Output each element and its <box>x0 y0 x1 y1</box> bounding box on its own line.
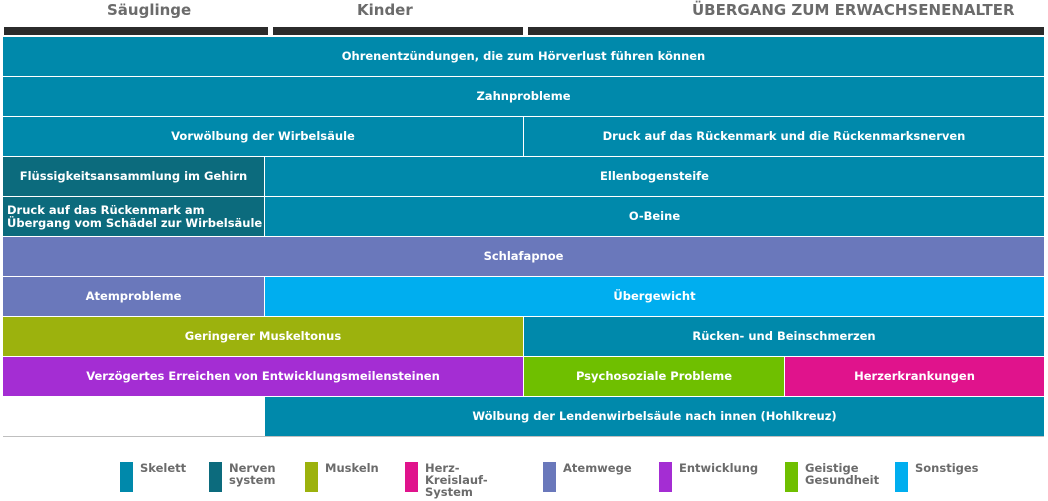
cell-atemprobleme: Atemprobleme <box>3 277 265 317</box>
legend-label-entwicklung: Entwicklung <box>679 461 759 475</box>
phase-label-saeuglinge: Säuglinge <box>107 1 192 19</box>
cell-hohlkreuz: Wölbung der Lendenwirbelsäule nach innen… <box>265 397 1045 437</box>
cell-ellenbogensteife: Ellenbogensteife <box>265 157 1045 197</box>
cell-vorwoelbung-wirbelsaeule: Vorwölbung der Wirbelsäule <box>3 117 524 157</box>
cell-uebergewicht: Übergewicht <box>265 277 1045 317</box>
phase-label-kinder: Kinder <box>357 1 413 19</box>
cell-druck-schaedel-wirbelsaeule: Druck auf das Rückenmark am Übergang vom… <box>3 197 265 237</box>
legend-label-geistige: Geistige Gesundheit <box>805 461 880 487</box>
cell-fluessigkeitsansammlung: Flüssigkeitsansammlung im Gehirn <box>3 157 265 197</box>
legend-swatch-nerven <box>209 462 222 492</box>
cell-o-beine: O-Beine <box>265 197 1045 237</box>
legend-label-nerven: Nerven system <box>229 461 276 487</box>
cell-psychosoziale-probleme: Psychosoziale Probleme <box>524 357 785 397</box>
legend-swatch-geistige <box>785 462 798 492</box>
legend-label-herz: Herz-Kreislauf- System <box>425 461 488 499</box>
bottom-divider <box>3 436 1044 437</box>
cell-entwicklungsmeilensteine: Verzögertes Erreichen von Entwicklungsme… <box>3 357 524 397</box>
phase-bar-saeuglinge <box>4 27 268 35</box>
cell-zahnprobleme: Zahnprobleme <box>3 77 1045 117</box>
legend-swatch-skelett <box>120 462 133 492</box>
cell-druck-rueckenmark: Druck auf das Rückenmark und die Rückenm… <box>524 117 1045 157</box>
cell-muskeltonus: Geringerer Muskeltonus <box>3 317 524 357</box>
cell-ruecken-beinschmerzen: Rücken- und Beinschmerzen <box>524 317 1045 357</box>
phase-label-erwachsen: ÜBERGANG ZUM ERWACHSENENALTER <box>692 1 1015 19</box>
legend-swatch-entwicklung <box>659 462 672 492</box>
legend-swatch-herz <box>405 462 418 492</box>
legend-label-muskeln: Muskeln <box>325 461 379 475</box>
phase-bar-kinder <box>273 27 523 35</box>
cell-herzerkrankungen: Herzerkrankungen <box>785 357 1045 397</box>
legend-swatch-sonstiges <box>895 462 908 492</box>
legend-label-skelett: Skelett <box>140 461 187 475</box>
legend-swatch-atemwege <box>543 462 556 492</box>
legend-label-sonstiges: Sonstiges <box>915 461 979 475</box>
cell-schlafapnoe: Schlafapnoe <box>3 237 1045 277</box>
phase-bar-erwachsen <box>528 27 1044 35</box>
legend-swatch-muskeln <box>305 462 318 492</box>
cell-ohrenentzuendungen: Ohrenentzündungen, die zum Hörverlust fü… <box>3 37 1045 77</box>
legend-label-atemwege: Atemwege <box>563 461 632 475</box>
